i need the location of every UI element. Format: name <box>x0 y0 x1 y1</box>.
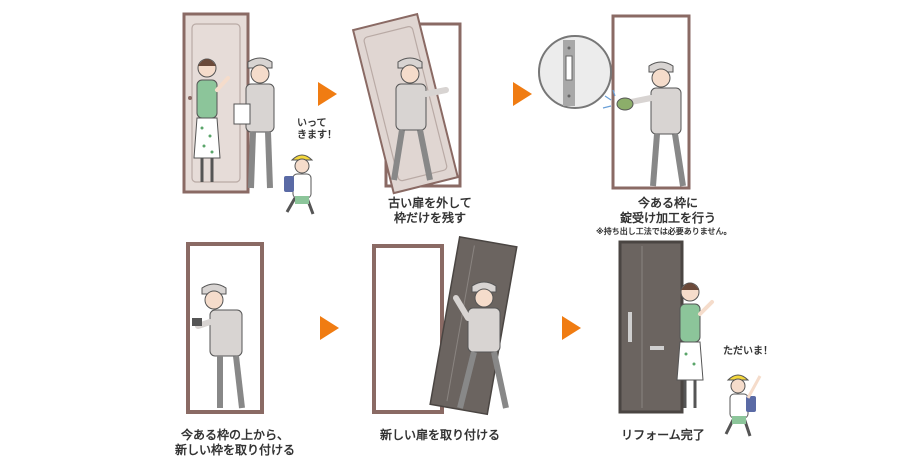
step-arrow-2 <box>513 82 532 106</box>
caption-line-2: 新しい枠を取り付ける <box>174 443 295 457</box>
step-1-illustration <box>182 12 315 215</box>
step-3-illustration <box>538 14 691 190</box>
step-4-panel <box>180 240 290 420</box>
step-arrow-3 <box>320 316 339 340</box>
speech-bubble-leaving: いって きます！ <box>297 118 337 142</box>
mother-figure <box>676 282 714 408</box>
caption-line-2: 枠だけを残す <box>393 211 466 225</box>
door-frame <box>611 14 691 190</box>
speech-bubble-returning: ただいま！ <box>723 346 773 357</box>
worker-figure <box>192 283 245 409</box>
step-arrow-1 <box>318 82 337 106</box>
caption-line-1: 今ある枠に <box>637 196 698 210</box>
step-3-caption: 今ある枠に 錠受け加工を行う <box>608 196 728 226</box>
speech-line-1: いって <box>297 118 327 129</box>
step-5-illustration <box>372 235 518 416</box>
power-tool <box>616 97 634 111</box>
worker-figure <box>391 57 449 181</box>
step-5-caption: 新しい扉を取り付ける <box>370 428 510 443</box>
step-2-panel <box>350 10 500 240</box>
door-handle <box>628 312 632 342</box>
child-figure <box>724 374 762 437</box>
clipboard <box>233 103 251 125</box>
door-panel-line <box>191 23 241 183</box>
worker-figure <box>233 57 275 189</box>
caption-line-2: 錠受け加工を行う <box>619 211 716 225</box>
worker-figure <box>453 281 509 409</box>
step-3-note: ※持ち出し工法では必要ありません。 <box>596 227 732 236</box>
caption-line-1: 新しい扉を取り付ける <box>379 428 500 442</box>
step-6-illustration <box>618 240 762 437</box>
drill-icon <box>192 318 202 326</box>
step-6-panel: ただいま！ <box>610 238 790 463</box>
step-1-panel: いって きます！ <box>160 10 337 240</box>
step-arrow-4 <box>562 316 581 340</box>
step-2-caption: 古い扉を外して 枠だけを残す <box>380 196 480 226</box>
mother-figure <box>193 58 230 182</box>
step-6-caption: リフォーム完了 <box>608 428 718 443</box>
worker-figure <box>602 61 686 187</box>
door-lock <box>650 346 664 350</box>
strike-plate-zoom <box>538 35 612 109</box>
step-5-panel <box>360 235 518 423</box>
step-2-illustration <box>351 12 462 195</box>
child-figure <box>284 154 315 215</box>
caption-line-1: 今ある枠の上から、 <box>180 428 289 442</box>
step-4-caption: 今ある枠の上から、 新しい枠を取り付ける <box>165 428 305 458</box>
step-4-illustration <box>186 242 264 414</box>
step-3-panel <box>535 10 735 200</box>
new-frame <box>372 244 444 414</box>
caption-line-1: 古い扉を外して <box>388 196 472 210</box>
door-knob <box>188 96 192 100</box>
speech-line-2: きます！ <box>297 130 337 141</box>
caption-line-1: リフォーム完了 <box>621 428 705 442</box>
